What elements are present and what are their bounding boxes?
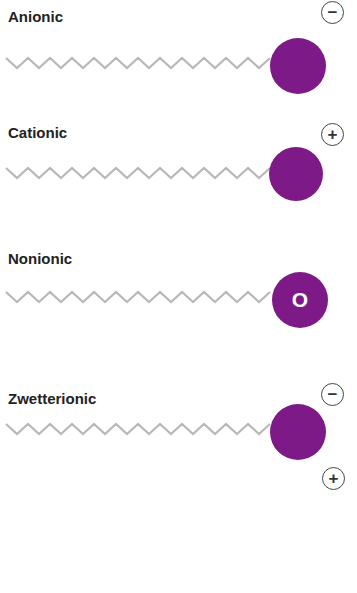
hydrocarbon-tail (6, 424, 270, 434)
hydrocarbon-tail (6, 58, 270, 68)
charge-sign: + (328, 126, 338, 143)
charge-sign: + (329, 470, 339, 487)
polar-head (270, 38, 326, 94)
charge-symbol: + (322, 467, 345, 490)
polar-head (269, 147, 323, 201)
charge-sign: − (328, 4, 338, 21)
type-label: Zwetterionic (8, 390, 96, 407)
polar-head (270, 404, 326, 460)
type-label: Cationic (8, 124, 67, 141)
nonionic-head: O (272, 272, 328, 328)
charge-symbol: − (321, 1, 344, 24)
hydrocarbon-tail (6, 292, 270, 302)
charge-symbol: + (321, 123, 344, 146)
head-symbol: O (292, 288, 308, 312)
charge-symbol: − (321, 383, 344, 406)
hydrocarbon-tail (6, 168, 270, 178)
type-label: Nonionic (8, 250, 72, 267)
charge-sign: − (328, 386, 338, 403)
type-label: Anionic (8, 8, 63, 25)
